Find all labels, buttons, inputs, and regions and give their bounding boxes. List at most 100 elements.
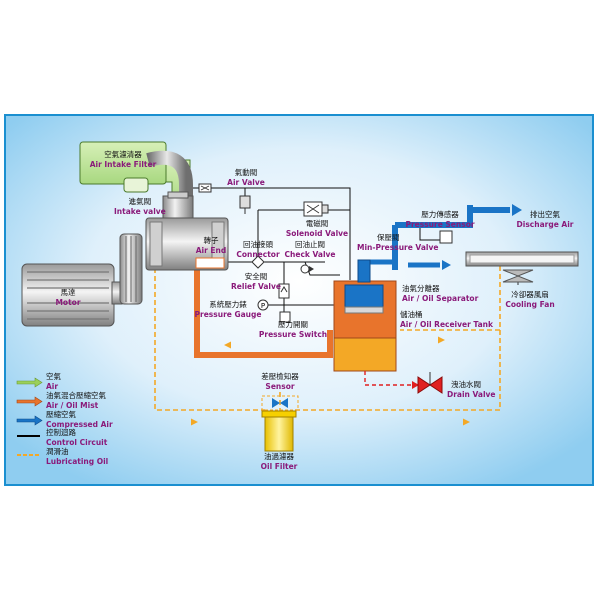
relief-valve-symbol: [278, 283, 290, 299]
legend-control-circuit: 控制迴路 Control Circuit: [46, 428, 107, 448]
air-end-label: 轉子 Air End: [196, 236, 227, 256]
sensor-en: Sensor: [265, 382, 295, 391]
sensor-symbol: [261, 395, 299, 411]
legend-air: 空氣 Air: [46, 372, 61, 392]
pressure-switch-en: Pressure Switch: [258, 330, 328, 339]
sensor-label: 差壓檢知器 Sensor: [261, 372, 299, 392]
pressure-sensor-label: 壓力傳感器 Pressure Sensor: [405, 210, 474, 230]
receiver-tank-label: 儲油桶 Air / Oil Receiver Tank: [400, 310, 493, 330]
intake-valve-label: 進氣閥 Intake valve: [114, 197, 166, 217]
air-end-body: [145, 217, 229, 271]
min-pressure-valve-en: Min-Pressure Valve: [357, 243, 439, 252]
legend-control-circuit-en: Control Circuit: [46, 438, 108, 447]
solenoid-valve-label: 電磁閥 Solenoid Valve: [286, 219, 348, 239]
relief-valve-en: Relief Valve: [231, 282, 281, 291]
legend-compressed-air-zh: 壓縮空氣: [46, 410, 76, 419]
drain-valve-en: Drain Valve: [447, 390, 496, 399]
air-intake-filter-en: Air Intake Filter: [89, 160, 157, 169]
air-intake-filter-label: 空氣濾清器 Air Intake Filter: [80, 149, 166, 169]
drain-line: [364, 371, 419, 389]
air-valve-label: 氣動閥 Air Valve: [227, 168, 265, 188]
sensor-zh: 差壓檢知器: [261, 372, 299, 381]
legend-lubricating-oil: 潤滑油 Lubricating Oil: [46, 447, 108, 467]
pressure-switch-symbol: [279, 311, 291, 323]
lubricating-oil-lines: [154, 262, 501, 420]
drain-valve-label: 洩油水閥 Drain Valve: [447, 380, 496, 400]
pressure-gauge-zh: 系統壓力錶: [209, 300, 247, 309]
legend-air-en: Air: [46, 382, 59, 391]
oil-filter-body: [261, 410, 297, 452]
connector-zh: 回油接頭: [243, 240, 273, 249]
pulley: [119, 233, 143, 305]
intake-valve-en: Intake valve: [114, 207, 166, 216]
air-oil-separator-zh: 油氣分離器: [402, 284, 440, 293]
oil-filter-label: 油過濾器 Oil Filter: [261, 452, 298, 472]
air-oil-separator-en: Air / Oil Separator: [402, 294, 479, 303]
air-end-zh: 轉子: [203, 236, 219, 245]
legend-swatch-compressed-air: [16, 415, 43, 426]
cooling-fan-en: Cooling Fan: [505, 300, 555, 309]
check-valve-label: 回油止閥 Check Valve: [285, 240, 336, 260]
legend-control-circuit-zh: 控制迴路: [46, 428, 76, 437]
legend-lubricating-oil-zh: 潤滑油: [46, 447, 69, 456]
legend-air-zh: 空氣: [46, 372, 61, 381]
legend-air-oil-mist-en: Air / Oil Mist: [46, 401, 99, 410]
pressure-gauge-en: Pressure Gauge: [194, 310, 262, 319]
legend-swatch-air-oil-mist: [16, 396, 43, 407]
legend-air-oil-mist: 油氣混合壓縮空氣 Air / Oil Mist: [46, 391, 106, 411]
min-pressure-valve-label: 保壓閥 Min-Pressure Valve: [357, 233, 438, 253]
solenoid-valve-zh: 電磁閥: [305, 219, 329, 228]
cooling-fan-symbol: [502, 269, 534, 285]
relief-valve-label: 安全閥 Relief Valve: [231, 272, 281, 292]
legend-lubricating-oil-en: Lubricating Oil: [46, 457, 109, 466]
check-valve-symbol: [300, 264, 314, 274]
pressure-sensor-en: Pressure Sensor: [405, 220, 475, 229]
solenoid-valve-en: Solenoid Valve: [285, 229, 349, 238]
legend-compressed-air-en: Compressed Air: [46, 420, 113, 429]
motor-en: Motor: [55, 298, 81, 307]
intake-valve-body: [162, 191, 194, 219]
motor-label: 馬達 Motor: [55, 288, 80, 308]
relief-valve-zh: 安全閥: [244, 272, 268, 281]
solenoid-valve-symbol: [303, 201, 329, 217]
pressure-sensor-symbol: [439, 230, 453, 244]
air-intake-filter-zh: 空氣濾清器: [104, 150, 142, 159]
air-oil-separator-label: 油氣分離器 Air / Oil Separator: [402, 284, 478, 304]
oil-filter-en: Oil Filter: [260, 462, 298, 471]
pressure-gauge-symbol: P: [257, 299, 269, 311]
motor-zh: 馬達: [60, 288, 76, 297]
legend-air-oil-mist-zh: 油氣混合壓縮空氣: [46, 391, 106, 400]
pressure-switch-zh: 壓力開關: [278, 320, 308, 329]
pressure-switch-label: 壓力開關 Pressure Switch: [259, 320, 327, 340]
air-oil-mist-pipe: [194, 270, 333, 358]
svg-text:P: P: [261, 302, 265, 310]
intake-valve-zh: 進氣閥: [128, 197, 152, 206]
legend-symbols: [16, 377, 43, 456]
air-valve-en: Air Valve: [227, 178, 265, 187]
receiver-tank-en: Air / Oil Receiver Tank: [400, 320, 493, 329]
connector-symbol: [251, 255, 265, 269]
connector-en: Connector: [236, 250, 280, 259]
check-valve-zh: 回油止閥: [294, 240, 325, 249]
air-end-en: Air End: [195, 246, 227, 255]
receiver-tank-zh: 儲油桶: [400, 310, 423, 319]
discharge-air-en: Discharge Air: [516, 220, 574, 229]
cooling-fan-label: 冷卻器風扇 Cooling Fan: [505, 290, 554, 310]
cooler: [465, 251, 579, 267]
compressed-air-pipe: [368, 204, 522, 270]
cooling-fan-zh: 冷卻器風扇: [511, 290, 549, 299]
small-fitting: [198, 183, 212, 193]
min-pressure-valve-zh: 保壓閥: [377, 233, 400, 242]
pressure-gauge-label: 系統壓力錶 Pressure Gauge: [195, 300, 262, 320]
discharge-air-zh: 排出空氣: [529, 210, 560, 219]
air-valve-symbol: [239, 195, 251, 214]
motor: [21, 263, 123, 327]
air-valve-zh: 氣動閥: [234, 168, 258, 177]
legend-compressed-air: 壓縮空氣 Compressed Air: [46, 410, 113, 430]
oil-flow-arrows: [191, 336, 470, 426]
intake-pipe: [146, 150, 193, 205]
receiver-tank: [333, 259, 397, 372]
drain-valve-zh: 洩油水閥: [451, 380, 481, 389]
connector-label: 回油接頭 Connector: [236, 240, 279, 260]
